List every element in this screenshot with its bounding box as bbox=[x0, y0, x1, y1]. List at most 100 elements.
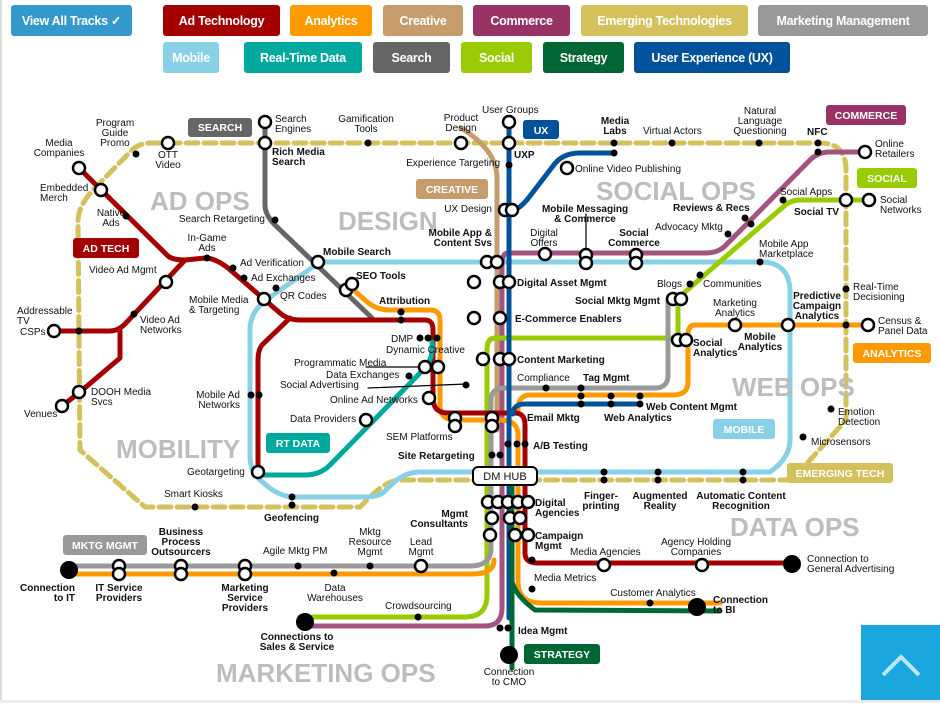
station-label-video-ad-mgmt[interactable]: Video Ad Mgmt bbox=[89, 265, 157, 276]
track-mobile-button[interactable]: Mobile bbox=[163, 42, 219, 73]
station-label-uxp[interactable]: UXP bbox=[514, 150, 535, 161]
station-marker[interactable] bbox=[492, 310, 508, 326]
line-emerging-tech[interactable] bbox=[75, 140, 849, 510]
station-marker[interactable] bbox=[237, 566, 253, 582]
station-marker[interactable] bbox=[636, 392, 644, 400]
station-marker[interactable] bbox=[501, 274, 517, 290]
station-marker[interactable] bbox=[416, 334, 424, 342]
station-marker[interactable] bbox=[240, 274, 248, 282]
station-label-geofencing[interactable]: Geofencing bbox=[264, 513, 319, 524]
station-marker[interactable] bbox=[861, 192, 877, 208]
station-marker[interactable] bbox=[654, 476, 662, 484]
station-marker[interactable] bbox=[257, 114, 273, 130]
station-label-csps[interactable]: CSPs bbox=[20, 327, 46, 338]
station-marker[interactable] bbox=[686, 280, 694, 288]
station-marker[interactable] bbox=[739, 468, 747, 476]
station-label-mobile-search[interactable]: Mobile Search bbox=[323, 247, 391, 258]
station-label-social-apps[interactable]: Social Apps bbox=[780, 187, 832, 198]
station-label-ad-exchanges[interactable]: Ad Exchanges bbox=[251, 273, 316, 284]
station-marker[interactable] bbox=[54, 398, 70, 414]
line-mobile[interactable] bbox=[247, 259, 793, 500]
station-label-ux-design[interactable]: UX Design bbox=[444, 204, 492, 215]
station-marker[interactable] bbox=[130, 310, 138, 318]
line-ad-tech-mobile[interactable] bbox=[255, 315, 293, 473]
station-marker[interactable] bbox=[694, 557, 710, 573]
station-label-search-retargeting[interactable]: Search Retargeting bbox=[179, 214, 265, 225]
track-emerging-tech-button[interactable]: Emerging Technologies bbox=[581, 5, 748, 36]
station-marker[interactable] bbox=[654, 468, 662, 476]
station-marker[interactable] bbox=[160, 135, 176, 151]
station-marker[interactable] bbox=[111, 566, 127, 582]
track-creative-button[interactable]: Creative bbox=[383, 5, 463, 36]
station-marker[interactable] bbox=[501, 351, 517, 367]
station-marker[interactable] bbox=[330, 569, 338, 577]
station-marker[interactable] bbox=[600, 468, 608, 476]
station-label-mobile-media[interactable]: Mobile Media& Targeting bbox=[189, 295, 249, 316]
station-marker[interactable] bbox=[366, 562, 374, 570]
station-marker[interactable] bbox=[257, 135, 273, 151]
station-marker[interactable] bbox=[578, 255, 594, 271]
station-label-microsensors[interactable]: Microsensors bbox=[811, 437, 870, 448]
station-label-seo-tools[interactable]: SEO Tools bbox=[356, 271, 406, 282]
dm-hub[interactable]: DM HUB bbox=[472, 466, 538, 486]
line-search[interactable] bbox=[262, 119, 375, 321]
station-marker[interactable] bbox=[466, 310, 482, 326]
station-marker[interactable] bbox=[75, 327, 83, 335]
station-label-online-ad-networks[interactable]: Online Ad Networks bbox=[330, 395, 418, 406]
line-rt-data[interactable] bbox=[257, 339, 435, 478]
station-label-attribution[interactable]: Attribution bbox=[379, 296, 430, 307]
track-marketing-management-button[interactable]: Marketing Management bbox=[758, 5, 928, 36]
station-marker[interactable] bbox=[158, 274, 174, 290]
station-marker[interactable] bbox=[173, 566, 189, 582]
station-label-customer-analytics[interactable]: Customer Analytics bbox=[610, 588, 696, 599]
station-marker[interactable] bbox=[496, 451, 504, 459]
station-marker[interactable] bbox=[799, 433, 807, 441]
station-marker[interactable] bbox=[741, 214, 749, 222]
station-marker[interactable] bbox=[860, 317, 876, 333]
station-label-online-video-pub[interactable]: Online Video Publishing bbox=[575, 164, 681, 175]
station-label-qr-codes[interactable]: QR Codes bbox=[280, 291, 327, 302]
station-marker[interactable] bbox=[397, 308, 405, 316]
station-label-dynamic-creative[interactable]: Dynamic Creative bbox=[386, 345, 465, 356]
station-label-media-agencies[interactable]: Media Agencies bbox=[570, 547, 641, 558]
station-label-ecommerce[interactable]: E-Commerce Enablers bbox=[515, 314, 622, 325]
station-marker[interactable] bbox=[577, 400, 585, 408]
station-label-social-mktg-mgmt[interactable]: Social Mktg Mgmt bbox=[575, 296, 661, 307]
line-mktg-mgmt[interactable] bbox=[65, 297, 671, 569]
station-marker[interactable] bbox=[271, 216, 279, 224]
station-marker[interactable] bbox=[504, 202, 520, 218]
station-marker[interactable] bbox=[453, 135, 469, 151]
station-marker[interactable] bbox=[413, 558, 429, 574]
station-marker[interactable] bbox=[814, 148, 822, 156]
station-marker[interactable] bbox=[250, 464, 266, 480]
station-marker[interactable] bbox=[344, 276, 360, 292]
dm-hub-box[interactable] bbox=[472, 466, 538, 486]
track-commerce-button[interactable]: Commerce bbox=[473, 5, 570, 36]
station-marker[interactable] bbox=[668, 139, 676, 147]
track-strategy-button[interactable]: Strategy bbox=[543, 42, 624, 73]
station-marker[interactable] bbox=[520, 527, 536, 543]
station-label-compliance[interactable]: Compliance bbox=[517, 373, 570, 384]
station-label-site-retargeting[interactable]: Site Retargeting bbox=[398, 451, 475, 462]
station-marker[interactable] bbox=[607, 400, 615, 408]
station-label-web-analytics[interactable]: Web Analytics bbox=[604, 413, 672, 424]
station-marker[interactable] bbox=[475, 351, 491, 367]
station-label-programmatic[interactable]: Programmatic Media bbox=[294, 358, 387, 369]
station-marker[interactable] bbox=[294, 562, 302, 570]
station-marker[interactable] bbox=[421, 390, 437, 406]
station-marker[interactable] bbox=[496, 624, 504, 632]
station-marker[interactable] bbox=[256, 291, 272, 307]
